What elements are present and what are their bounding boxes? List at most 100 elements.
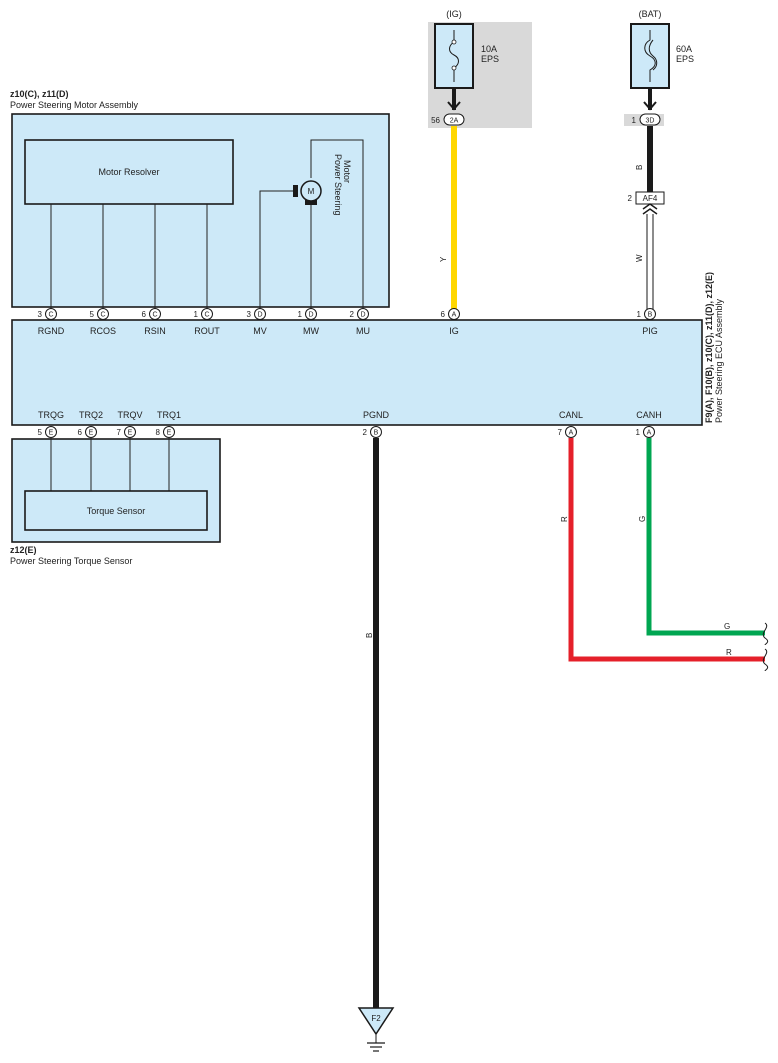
svg-text:1: 1 <box>636 428 641 437</box>
svg-text:5: 5 <box>38 428 43 437</box>
svg-text:E: E <box>167 430 172 437</box>
svg-text:E: E <box>128 430 133 437</box>
connector-arrow-icon <box>643 101 657 111</box>
motor-symbol: M <box>308 187 315 196</box>
wire-color-canl: R <box>560 516 569 522</box>
wire-color-canh: G <box>638 516 647 522</box>
pin-label: TRQG <box>38 410 64 420</box>
svg-text:1: 1 <box>194 310 199 319</box>
svg-text:2: 2 <box>363 428 368 437</box>
svg-text:E: E <box>49 430 54 437</box>
pin-trqv: TRQV E 7 <box>117 410 143 438</box>
pin-ig: A 6 IG <box>441 308 460 336</box>
wire-color-bat: B <box>635 165 644 170</box>
pin-label: RSIN <box>144 326 166 336</box>
pin-rsin: C 6 RSIN <box>142 308 166 336</box>
conn-bat-bubble <box>639 113 661 126</box>
pin-label: IG <box>449 326 459 336</box>
svg-text:C: C <box>152 312 157 319</box>
pin-label: TRQ2 <box>79 410 103 420</box>
svg-text:5: 5 <box>90 310 95 319</box>
motor-resolver-label: Motor Resolver <box>98 167 159 177</box>
pin-mu: D 2 MU <box>350 308 370 336</box>
fuse-bat-source: (BAT) <box>639 9 662 19</box>
svg-text:D: D <box>308 312 313 319</box>
conn-bat-code: 3D <box>646 118 655 125</box>
torque-sensor-code: z12(E) <box>10 545 37 555</box>
svg-text:C: C <box>204 312 209 319</box>
svg-text:A: A <box>647 430 652 437</box>
ground-f2: F2 <box>357 1007 395 1052</box>
torque-sensor: Torque Sensor z12(E) Power Steering Torq… <box>10 438 221 566</box>
svg-text:B: B <box>648 312 653 319</box>
pin-label: MW <box>303 326 319 336</box>
pin-label: RGND <box>38 326 65 336</box>
pin-trqg: TRQG E 5 <box>38 410 64 438</box>
svg-text:C: C <box>100 312 105 319</box>
svg-text:8: 8 <box>156 428 161 437</box>
svg-text:6: 6 <box>78 428 83 437</box>
wire-break-icon <box>762 648 769 672</box>
svg-text:7: 7 <box>117 428 122 437</box>
fusible-link-icon <box>644 30 656 82</box>
svg-text:3: 3 <box>247 310 252 319</box>
svg-text:D: D <box>360 312 365 319</box>
pin-label: TRQV <box>117 410 142 420</box>
ecu-bottom-pins: TRQG E 5 TRQ2 E 6 TRQV E 7 TRQ1 E 8 PGND… <box>38 410 662 438</box>
inline-connector-af4: AF4 2 <box>628 191 665 215</box>
wire-color-pgnd: B <box>365 633 374 638</box>
fuse-bat: (BAT) 60A EPS 3D 1 <box>624 9 694 126</box>
svg-text:A: A <box>569 430 574 437</box>
pin-label: MU <box>356 326 370 336</box>
connector-chevron-icon <box>642 203 658 215</box>
pin-label: PGND <box>363 410 390 420</box>
svg-text:6: 6 <box>441 310 446 319</box>
pin-rcos: C 5 RCOS <box>90 308 116 336</box>
fuse-ig-rating: 10A <box>481 44 497 54</box>
wire-color-canl-h: R <box>726 648 732 657</box>
svg-text:1: 1 <box>637 310 642 319</box>
fuse-bat-rating: 60A <box>676 44 692 54</box>
pin-label: CANH <box>636 410 662 420</box>
inline-conn-num: 2 <box>628 194 633 203</box>
fuse-ig: (IG) 10A EPS 2A 56 <box>428 9 532 128</box>
svg-text:C: C <box>48 312 53 319</box>
wire-canl-red <box>568 438 765 662</box>
motor-icon <box>300 180 322 202</box>
motor-label-2: Motor <box>342 160 352 183</box>
wire-color-canh-h: G <box>724 622 730 631</box>
pin-label: RCOS <box>90 326 116 336</box>
svg-text:2: 2 <box>350 310 355 319</box>
wire-break-icon <box>762 622 769 646</box>
svg-text:E: E <box>89 430 94 437</box>
pin-trq2: TRQ2 E 6 <box>78 410 103 438</box>
torque-sensor-inner-label: Torque Sensor <box>87 506 146 516</box>
conn-bat-num: 1 <box>632 116 637 125</box>
ecu-name: Power Steering ECU Assembly <box>714 298 724 423</box>
pin-label: ROUT <box>194 326 220 336</box>
pin-mw: D 1 MW <box>298 308 319 336</box>
torque-sensor-inner-box <box>24 490 208 531</box>
pin-rout: C 1 ROUT <box>194 308 220 336</box>
fuse-ig-name: EPS <box>481 54 499 64</box>
pin-label: TRQ1 <box>157 410 181 420</box>
pin-canh: CANH A 1 <box>636 410 662 438</box>
svg-text:B: B <box>374 430 379 437</box>
conn-ig-code: 2A <box>450 118 459 125</box>
svg-text:6: 6 <box>142 310 147 319</box>
ground-triangle-icon <box>357 1007 395 1036</box>
pin-rgnd: C 3 RGND <box>38 308 65 336</box>
motor-assembly: z10(C), z11(D) Power Steering Motor Asse… <box>10 89 390 309</box>
pin-pig: B 1 PIG <box>637 308 658 336</box>
svg-text:D: D <box>257 312 262 319</box>
wire-color-ig: Y <box>439 256 448 262</box>
ecu-assembly: F9(A), F10(B), z10(C), z11(D), z12(E) Po… <box>11 272 724 426</box>
pin-label: PIG <box>642 326 658 336</box>
conn-ig-bubble <box>443 113 465 126</box>
fuse-icon <box>449 30 459 82</box>
svg-text:1: 1 <box>298 310 303 319</box>
svg-text:3: 3 <box>38 310 43 319</box>
wire-color-pig: W <box>635 254 644 262</box>
pin-mv: D 3 MV <box>247 308 267 336</box>
